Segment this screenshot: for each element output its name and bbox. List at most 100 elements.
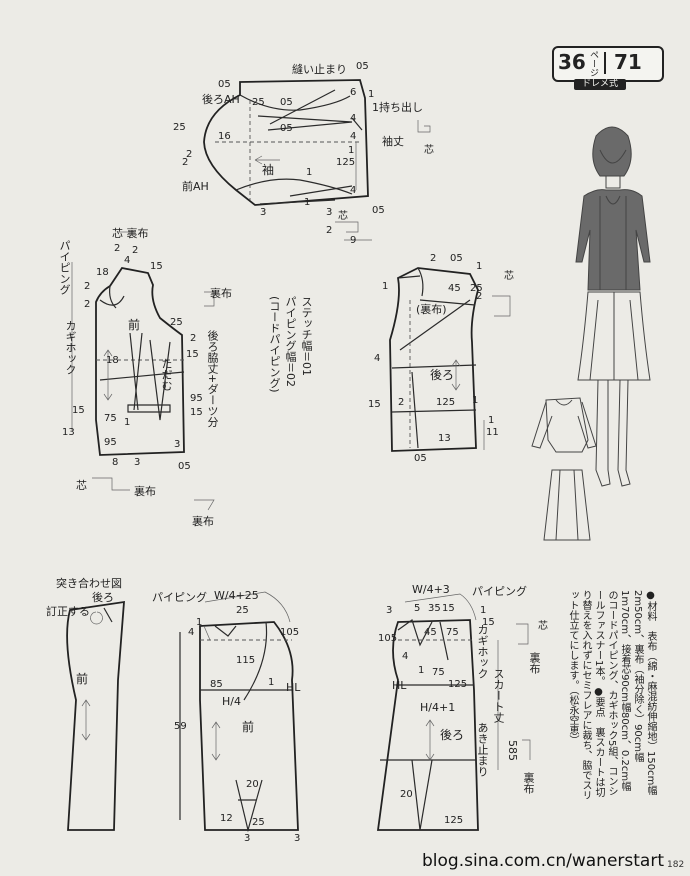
skirt-back-length: スカート丈: [492, 668, 505, 723]
combo-title: 突き合わせ図: [56, 577, 122, 590]
back-num: 1: [476, 261, 483, 272]
sleeve-num: 25: [173, 122, 186, 133]
sleeve-num: 05: [356, 61, 369, 72]
sleeve-num: 4: [350, 131, 357, 142]
skirt-back-lining-2: 裏布: [522, 772, 535, 794]
skirt-back-num: 15: [442, 603, 455, 614]
skirt-front-num: 1: [196, 617, 203, 628]
sleeve-num: 2: [182, 157, 189, 168]
skirt-back-pattern: [376, 593, 531, 831]
sleeve-pattern: [203, 79, 431, 241]
badge-page-word: ページ: [588, 50, 598, 77]
sleeve-num: 3: [260, 207, 267, 218]
front-num: 75: [104, 413, 117, 424]
skirt-front-num: 20: [246, 779, 259, 790]
skirt-back-lining: 裏布: [528, 652, 541, 674]
back-num: 25: [470, 283, 483, 294]
skirt-front-num: 105: [280, 627, 300, 638]
skirt-back-core: 芯: [538, 621, 548, 632]
back-num: 125: [436, 397, 456, 408]
sleeve-num: 16: [218, 131, 231, 142]
front-num: 2: [114, 243, 121, 254]
back-num: 45: [448, 283, 461, 294]
skirt-back-num: 1: [418, 665, 425, 676]
front-lining-2: 裏布: [134, 485, 156, 498]
back-num: 2: [398, 397, 405, 408]
skirt-back-length-val: 585: [506, 740, 519, 761]
sleeve-stop-mark: 縫い止まり: [292, 63, 347, 76]
skirt-back-piping: パイピング: [472, 585, 527, 598]
front-num: 8: [112, 457, 119, 468]
front-num: 05: [178, 461, 191, 472]
front-num: 15: [150, 261, 163, 272]
skirt-front-num: 4: [188, 627, 195, 638]
front-lining: 裏布: [210, 287, 232, 300]
front-num: 15: [190, 407, 203, 418]
front-num: 3: [174, 439, 181, 450]
back-num: 05: [414, 453, 427, 464]
skirt-front-title: 前: [242, 720, 255, 734]
combo-front: 前: [76, 672, 89, 686]
sleeve-front-ah: 前AH: [182, 180, 209, 193]
watermark: blog.sina.com.cn/wanerstart: [422, 851, 664, 871]
back-lining: (裏布): [416, 303, 447, 316]
skirt-front-num: 1: [268, 677, 275, 688]
front-num: 2: [84, 281, 91, 292]
sleeve-num: 05: [280, 123, 293, 134]
page-number: 182: [667, 860, 685, 870]
front-num: 2: [190, 333, 197, 344]
sleeve-num: 6: [350, 87, 357, 98]
skirt-back-num: 4: [402, 651, 409, 662]
skirt-back-hl: HL: [392, 679, 407, 692]
skirt-front-num: 3: [294, 833, 301, 844]
back-num: 2: [476, 291, 483, 302]
skirt-front-piping: パイピング: [152, 591, 207, 604]
sleeve-num: 2: [326, 225, 333, 236]
materials-notes: ●材料 表布（綿・麻混紡伸縮地）150cm幅2m50cm、裏布（袖分除く）90c…: [567, 590, 656, 800]
front-core: 芯: [76, 479, 87, 492]
back-core: 芯: [504, 271, 514, 282]
sleeve-num: 1: [304, 197, 311, 208]
sleeve-num: 125: [336, 157, 356, 168]
badge-model: 71: [614, 50, 642, 74]
skirt-front-num: 12: [220, 813, 233, 824]
sleeve-num: 9: [350, 235, 357, 246]
sleeve-num: 4: [350, 185, 357, 196]
back-num: 1: [472, 395, 479, 406]
skirt-front-num: 25: [252, 817, 265, 828]
badge-divider: [604, 52, 606, 74]
skirt-front-hip: H/4: [222, 695, 241, 708]
sleeve-num: 05: [372, 205, 385, 216]
skirt-front-num: 25: [236, 605, 249, 616]
back-num: 1: [382, 281, 389, 292]
sleeve-core-2: 芯: [338, 211, 348, 222]
combo-adjust: 訂正する: [46, 605, 90, 618]
front-num: 2: [132, 245, 139, 256]
skirt-back-slit: あき止まり: [476, 722, 489, 777]
badge-number: 36: [558, 50, 586, 74]
skirt-back-num: 75: [446, 627, 459, 638]
front-piping: パイピング: [58, 240, 71, 295]
skirt-back-num: 125: [448, 679, 468, 690]
sleeve-num: 4: [350, 113, 357, 124]
sleeve-title: 袖: [262, 163, 275, 177]
skirt-front-waist: W/4+25: [214, 589, 259, 602]
sleeve-back-ah: 後ろAH: [202, 93, 240, 106]
skirt-front-num: 85: [210, 679, 223, 690]
front-num: 15: [72, 405, 85, 416]
front-num: 2: [84, 299, 91, 310]
combo-back: 後ろ: [92, 591, 114, 604]
skirt-back-num: 3: [386, 605, 393, 616]
front-num: 15: [186, 349, 199, 360]
back-num: 4: [374, 353, 381, 364]
back-title: 後ろ: [430, 368, 455, 382]
skirt-back-num: 20: [400, 789, 413, 800]
skirt-back-num: 75: [432, 667, 445, 678]
sleeve-length: 袖丈: [382, 135, 404, 148]
skirt-back-hook: カギホック: [476, 624, 489, 679]
back-num: 05: [450, 253, 463, 264]
front-num: 13: [62, 427, 75, 438]
sleeve-num: 05: [280, 97, 293, 108]
skirt-back-num: 5: [414, 603, 421, 614]
